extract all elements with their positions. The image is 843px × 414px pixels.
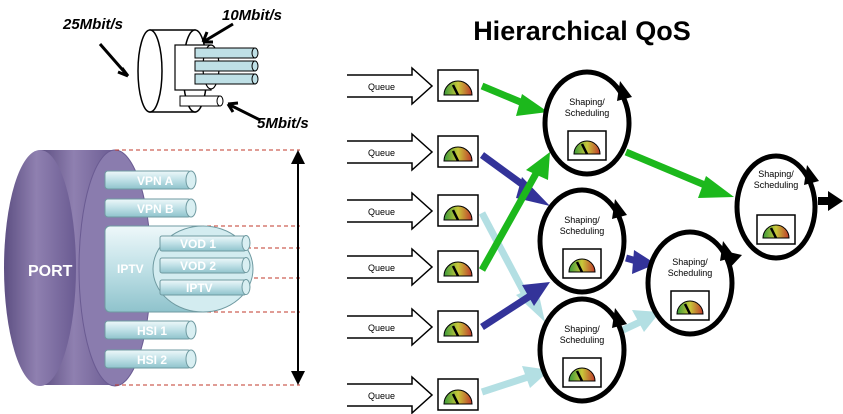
bandwidth-label-5: 5Mbit/s xyxy=(257,115,309,132)
meter-icon xyxy=(562,248,602,279)
bandwidth-label-10: 10Mbit/s xyxy=(222,7,282,24)
queue-arrow xyxy=(347,191,434,231)
arrow-s3-s4-head xyxy=(632,310,660,332)
tube-vpn-b xyxy=(104,198,197,218)
queue-label: Queue xyxy=(368,148,395,158)
queue-label: Queue xyxy=(368,263,395,273)
scheduler-label-line2: Scheduling xyxy=(565,108,610,118)
queue-label: Queue xyxy=(368,207,395,217)
arrow-q4-s1 xyxy=(478,168,542,272)
subtube-iptv-label: IPTV xyxy=(186,281,213,295)
meter-icon xyxy=(437,194,479,227)
queue-row-1: Queue xyxy=(347,66,479,106)
queue-row-6: Queue xyxy=(347,375,479,414)
scheduler-label-line2: Scheduling xyxy=(560,335,605,345)
arrow-q1-s1-head xyxy=(516,94,548,116)
scheduler-label-line1: Shaping/ xyxy=(564,324,600,334)
bandwidth-label-25: 25Mbit/s xyxy=(62,16,123,33)
scheduler-ring xyxy=(537,187,627,295)
cycle-arrow-icon xyxy=(612,308,627,328)
tube-iptv xyxy=(104,225,254,313)
scheduler-label-line2: Scheduling xyxy=(560,226,605,236)
arrow-q5-s2 xyxy=(480,293,532,330)
scheduler-label-line1: Shaping/ xyxy=(758,169,794,179)
queue-arrow xyxy=(347,66,434,106)
subtube-vod2-label: VOD 2 xyxy=(180,259,216,273)
port-label: PORT xyxy=(28,263,73,280)
scheduler-label-line1: Shaping/ xyxy=(672,257,708,267)
scheduler-node-1: Shaping/ Scheduling xyxy=(542,69,632,177)
scheduler-node-3: Shaping/ Scheduling xyxy=(537,296,627,404)
arrow-s2-s4-head xyxy=(632,250,656,274)
cycle-arrow-icon xyxy=(617,81,632,101)
meter-icon xyxy=(437,378,479,411)
queue-row-4: Queue xyxy=(347,247,479,287)
meter-icon xyxy=(437,135,479,168)
tube-hsi-1-label: HSI 1 xyxy=(137,324,167,338)
tube-vpn-a xyxy=(104,170,197,190)
meter-icon xyxy=(437,69,479,102)
scheduler-nodes: Shaping/ Scheduling Shaping/ Scheduling … xyxy=(537,69,819,404)
meter-icon xyxy=(437,250,479,283)
scheduler-node-2: Shaping/ Scheduling xyxy=(537,187,627,295)
arrow-q5-s2-head xyxy=(522,282,550,306)
tube-hsi-2 xyxy=(104,349,197,369)
queue-arrow xyxy=(347,132,434,172)
scheduler-ring xyxy=(537,296,627,404)
queue-arrow xyxy=(347,375,434,414)
queue-label: Queue xyxy=(368,323,395,333)
arrow-q3-s3 xyxy=(478,211,532,302)
meter-icon xyxy=(567,130,607,161)
scheduler-label-line2: Scheduling xyxy=(668,268,713,278)
tube-vpn-b-label: VPN B xyxy=(137,202,174,216)
queue-row-3: Queue xyxy=(347,191,479,231)
scheduler-label-line1: Shaping/ xyxy=(569,97,605,107)
tube-iptv-label: IPTV xyxy=(117,262,144,276)
meter-icon xyxy=(562,357,602,388)
queue-arrow xyxy=(347,307,434,347)
queue-label: Queue xyxy=(368,82,395,92)
cable-bundle-icon xyxy=(98,22,261,122)
tube-vpn-a-label: VPN A xyxy=(137,174,174,188)
scheduler-ring xyxy=(645,229,735,337)
cycle-arrow-icon xyxy=(720,241,735,261)
diagram-title: Hierarchical QoS xyxy=(473,16,691,46)
scheduler-node-5: Shaping/ Scheduling xyxy=(734,153,819,261)
queue-rows: Queue Queue Queue xyxy=(347,66,479,414)
queue-label: Queue xyxy=(368,391,395,401)
tube-hsi-1 xyxy=(104,320,197,340)
cycle-arrow-icon xyxy=(612,199,627,219)
queue-row-2: Queue xyxy=(347,132,479,172)
scheduler-node-4: Shaping/ Scheduling xyxy=(645,229,735,337)
meter-icon xyxy=(670,290,710,321)
meter-icon xyxy=(756,214,796,245)
queue-row-5: Queue xyxy=(347,307,479,347)
queue-arrow xyxy=(347,247,434,287)
meter-icon xyxy=(437,310,479,343)
cycle-arrow-icon xyxy=(804,165,819,185)
output-arrow xyxy=(818,191,843,211)
arrow-q4-s1-head xyxy=(526,152,550,180)
tube-hsi-2-label: HSI 2 xyxy=(137,353,167,367)
arrow-q6-s3 xyxy=(480,373,530,396)
subtube-vod1-label: VOD 1 xyxy=(180,237,216,251)
arrow-s1-s5-head xyxy=(698,176,734,198)
scheduler-label-line2: Scheduling xyxy=(754,180,799,190)
scheduler-ring xyxy=(542,69,632,177)
arrow-s1-s5 xyxy=(624,148,714,192)
scheduler-label-line1: Shaping/ xyxy=(564,215,600,225)
